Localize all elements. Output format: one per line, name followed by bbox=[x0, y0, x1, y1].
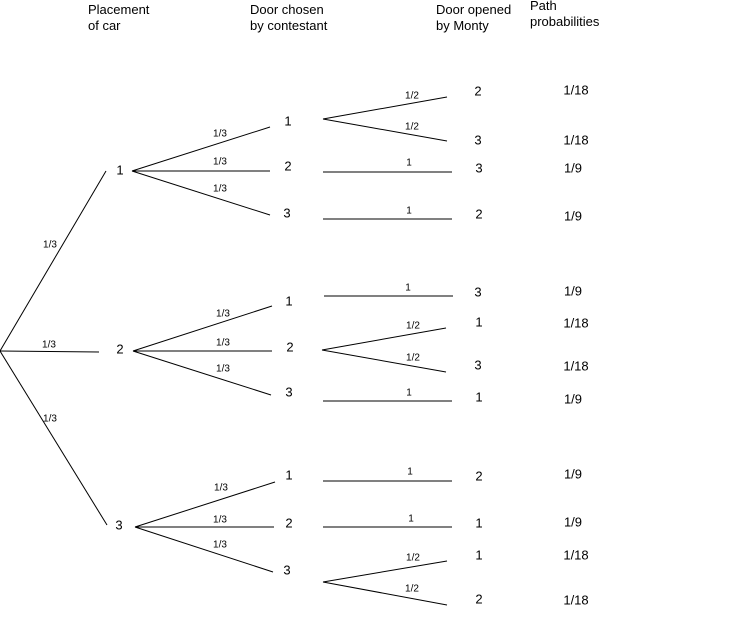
choice-node-car2-door3: 3 bbox=[285, 384, 292, 399]
root-edge-3 bbox=[0, 350, 108, 526]
monty-edge-prob-car2-choice1-open3: 1 bbox=[405, 283, 411, 294]
header-path-line1: Path bbox=[530, 0, 557, 13]
header-monty-line1: Door opened bbox=[436, 2, 512, 17]
choice-node-car2-door2: 2 bbox=[286, 339, 293, 354]
header-car-line1: Placement bbox=[88, 2, 150, 17]
path-prob-car1-choice1-open2: 1/18 bbox=[563, 82, 588, 97]
monty-edge-prob-car3-choice1-open2: 1 bbox=[407, 467, 413, 478]
monty-edge-car1-choice1-open3 bbox=[322, 118, 448, 142]
path-prob-car3-choice1-open2: 1/9 bbox=[564, 466, 582, 481]
header-placement-of-car: Placement of car bbox=[88, 2, 149, 34]
monty-edge-car3-choice3-open2 bbox=[322, 581, 448, 606]
choice-edge-prob-car2-door2: 1/3 bbox=[216, 338, 230, 349]
root-edge-1 bbox=[0, 170, 107, 352]
monty-node-car3-choice3-open1: 1 bbox=[475, 547, 482, 562]
header-path-probabilities: Path probabilities bbox=[530, 0, 599, 30]
choice-edge-prob-car2-door3: 1/3 bbox=[216, 364, 230, 375]
choice-node-car3-door3: 3 bbox=[283, 562, 290, 577]
monty-node-car3-choice3-open2: 2 bbox=[475, 591, 482, 606]
choice-edge-car1-door3 bbox=[131, 170, 271, 216]
monty-edge-car2-choice2-open3 bbox=[321, 349, 447, 373]
path-prob-car3-choice3-open1: 1/18 bbox=[563, 547, 588, 562]
choice-node-car1-door3: 3 bbox=[283, 205, 290, 220]
path-prob-car2-choice1-open3: 1/9 bbox=[564, 283, 582, 298]
root-edge-prob-2: 1/3 bbox=[42, 340, 56, 351]
path-prob-car2-choice2-open1: 1/18 bbox=[563, 315, 588, 330]
monty-edge-car3-choice3-open1 bbox=[322, 560, 448, 583]
monty-edge-prob-car2-choice2-open1: 1/2 bbox=[406, 321, 420, 332]
choice-node-car3-door1: 1 bbox=[285, 467, 292, 482]
choice-edge-prob-car2-door1: 1/3 bbox=[216, 309, 230, 320]
monty-node-car1-choice1-open2: 2 bbox=[474, 83, 481, 98]
monty-edge-prob-car1-choice3-open2: 1 bbox=[406, 206, 412, 217]
monty-edge-prob-car1-choice1-open2: 1/2 bbox=[405, 91, 419, 102]
choice-edge-car3-door1 bbox=[134, 481, 276, 528]
header-contestant-line2: by contestant bbox=[250, 18, 328, 33]
car-node-1: 1 bbox=[116, 162, 123, 177]
path-prob-car2-choice2-open3: 1/18 bbox=[563, 358, 588, 373]
choice-edge-prob-car1-door3: 1/3 bbox=[213, 184, 227, 195]
monty-node-car2-choice1-open3: 3 bbox=[474, 284, 481, 299]
choice-edge-prob-car1-door2: 1/3 bbox=[213, 157, 227, 168]
monty-node-car2-choice3-open1: 1 bbox=[475, 389, 482, 404]
choice-edge-prob-car3-door3: 1/3 bbox=[213, 540, 227, 551]
choice-edge-prob-car1-door1: 1/3 bbox=[213, 129, 227, 140]
monty-edge-prob-car1-choice1-open3: 1/2 bbox=[405, 122, 419, 133]
choice-edge-car3-door3 bbox=[134, 526, 274, 573]
monty-edge-car2-choice2-open1 bbox=[321, 327, 447, 351]
choice-edge-car2-door1 bbox=[132, 305, 273, 352]
choice-node-car3-door2: 2 bbox=[285, 515, 292, 530]
car-node-2: 2 bbox=[116, 341, 123, 356]
root-edge-2 bbox=[0, 350, 100, 353]
path-prob-car1-choice1-open3: 1/18 bbox=[563, 132, 588, 147]
header-contestant-line1: Door chosen bbox=[250, 2, 324, 17]
path-prob-car1-choice2-open3: 1/9 bbox=[564, 160, 582, 175]
path-prob-car1-choice3-open2: 1/9 bbox=[564, 208, 582, 223]
monty-edge-car1-choice1-open2 bbox=[322, 96, 448, 120]
monty-edge-prob-car1-choice2-open3: 1 bbox=[406, 158, 412, 169]
choice-node-car1-door1: 1 bbox=[284, 113, 291, 128]
monty-edge-prob-car2-choice2-open3: 1/2 bbox=[406, 353, 420, 364]
path-prob-car3-choice2-open1: 1/9 bbox=[564, 514, 582, 529]
monty-node-car1-choice2-open3: 3 bbox=[475, 160, 482, 175]
choice-node-car2-door1: 1 bbox=[285, 293, 292, 308]
monty-edge-prob-car2-choice3-open1: 1 bbox=[406, 388, 412, 399]
path-prob-car3-choice3-open2: 1/18 bbox=[563, 592, 588, 607]
monty-node-car2-choice2-open3: 3 bbox=[474, 357, 481, 372]
monty-node-car3-choice2-open1: 1 bbox=[475, 515, 482, 530]
header-path-line2: probabilities bbox=[530, 14, 600, 29]
path-prob-car2-choice3-open1: 1/9 bbox=[564, 391, 582, 406]
choice-edge-prob-car3-door1: 1/3 bbox=[214, 483, 228, 494]
choice-edge-prob-car3-door2: 1/3 bbox=[213, 515, 227, 526]
choice-edge-car1-door1 bbox=[131, 126, 271, 172]
header-door-chosen: Door chosen by contestant bbox=[250, 2, 327, 34]
car-node-3: 3 bbox=[115, 517, 122, 532]
header-monty-line2: by Monty bbox=[436, 18, 489, 33]
root-edge-prob-3: 1/3 bbox=[43, 414, 57, 425]
monty-node-car1-choice1-open3: 3 bbox=[474, 132, 481, 147]
monty-node-car3-choice1-open2: 2 bbox=[475, 468, 482, 483]
monty-node-car2-choice2-open1: 1 bbox=[475, 314, 482, 329]
header-door-opened: Door opened by Monty bbox=[436, 2, 511, 34]
choice-edge-car2-door3 bbox=[132, 350, 272, 396]
header-car-line2: of car bbox=[88, 18, 121, 33]
monty-edge-prob-car3-choice3-open1: 1/2 bbox=[406, 553, 420, 564]
monty-edge-prob-car3-choice3-open2: 1/2 bbox=[405, 584, 419, 595]
monty-node-car1-choice3-open2: 2 bbox=[475, 206, 482, 221]
monty-edge-prob-car3-choice2-open1: 1 bbox=[408, 514, 414, 525]
root-edge-prob-1: 1/3 bbox=[43, 240, 57, 251]
choice-node-car1-door2: 2 bbox=[284, 158, 291, 173]
